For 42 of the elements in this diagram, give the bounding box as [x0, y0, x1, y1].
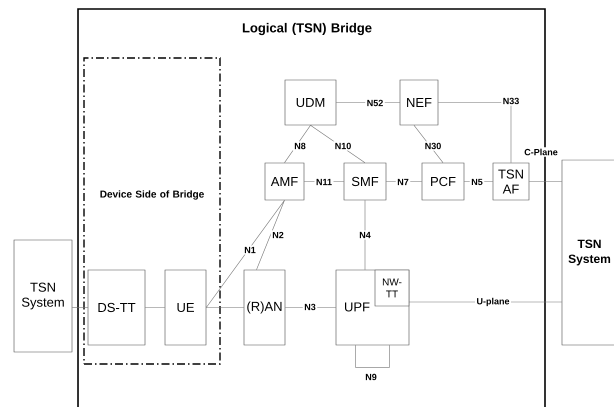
function-box: TSN AF: [492, 162, 530, 200]
system-box: TSN System: [562, 160, 614, 346]
connector-line: [72, 307, 88, 308]
connector-line: [310, 125, 366, 163]
boundary-label: Device Side of Bridge: [100, 190, 204, 200]
edge-label: N2: [270, 230, 286, 240]
edge-label: N8: [292, 141, 308, 151]
edge-label: N33: [501, 96, 521, 106]
connector-line: [206, 307, 244, 308]
function-box: UE: [164, 270, 206, 346]
connector-line: [206, 200, 285, 308]
edge-label: N11: [314, 177, 334, 187]
box-label: UPF: [345, 302, 370, 312]
function-box: DS-TT: [88, 270, 146, 346]
edge-label: N1: [242, 245, 258, 255]
function-box: (R)AN: [244, 270, 286, 346]
function-box: TSN System: [14, 240, 72, 352]
function-box: NEF: [400, 80, 438, 126]
edge-label: N5: [470, 177, 484, 187]
bridge-title: Logical (TSN) Bridge: [242, 22, 372, 36]
connector-line: [284, 125, 311, 163]
connector-line: [145, 307, 165, 308]
edge-label: N9: [364, 372, 378, 382]
function-box: AMF: [264, 162, 304, 200]
function-box: UDM: [284, 80, 336, 126]
edge-label: C-Plane: [522, 147, 560, 157]
edge-label: N52: [365, 98, 385, 108]
function-box: PCF: [422, 162, 464, 200]
edge-label: N7: [396, 177, 410, 187]
edge-label: N4: [358, 230, 372, 240]
connector-line: [364, 200, 366, 270]
edge-label: N30: [423, 141, 443, 151]
connector-line: [529, 181, 562, 182]
edge-label: N3: [302, 302, 318, 312]
function-box: NW-TT: [374, 270, 410, 306]
connector-line: [256, 200, 285, 270]
connector-line: [414, 125, 444, 163]
function-box: SMF: [344, 162, 386, 200]
edge-label: U-plane: [475, 296, 511, 308]
edge-label: N10: [333, 141, 353, 151]
connector-line: [355, 345, 390, 368]
connector-line: [438, 102, 512, 163]
